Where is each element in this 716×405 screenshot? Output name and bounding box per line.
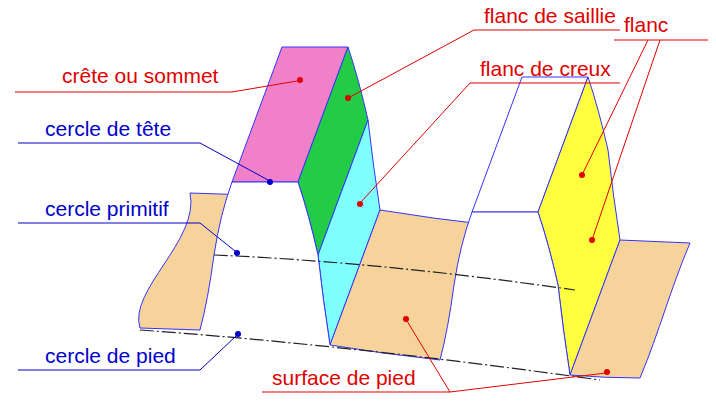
part-label: flanc de creux xyxy=(480,57,611,81)
tooth-face xyxy=(440,212,570,375)
tooth-face xyxy=(200,182,330,345)
leader-dot xyxy=(267,179,273,185)
part-label: cercle primitif xyxy=(45,197,169,221)
leader-line xyxy=(614,40,708,41)
leader-dot xyxy=(235,331,241,337)
leader-dot xyxy=(357,201,363,207)
leader-line xyxy=(450,373,606,392)
part-label: flanc de saillie xyxy=(484,4,616,28)
part-label: crête ou sommet xyxy=(62,64,218,88)
leader-line xyxy=(361,83,620,202)
leader-line xyxy=(18,223,235,251)
part-label: cercle de pied xyxy=(45,344,176,368)
leader-line xyxy=(262,321,450,392)
leader-dot xyxy=(234,250,240,256)
leader-dot xyxy=(604,369,610,375)
pitch-circle xyxy=(214,255,575,290)
part-label: surface de pied xyxy=(272,366,416,390)
part-label: flanc xyxy=(624,13,668,37)
part-label: cercle de tête xyxy=(45,117,171,141)
leader-dot xyxy=(297,77,303,83)
root-surface xyxy=(570,240,690,378)
leader-line xyxy=(18,143,268,180)
leader-line xyxy=(350,30,620,97)
leader-dot xyxy=(345,95,351,101)
tooth-face-outline xyxy=(200,182,330,345)
leader-line xyxy=(18,336,236,370)
leader-dot xyxy=(589,237,595,243)
leader-dot xyxy=(403,316,409,322)
tooth-face-outline xyxy=(440,212,570,375)
leader-dot xyxy=(579,172,585,178)
